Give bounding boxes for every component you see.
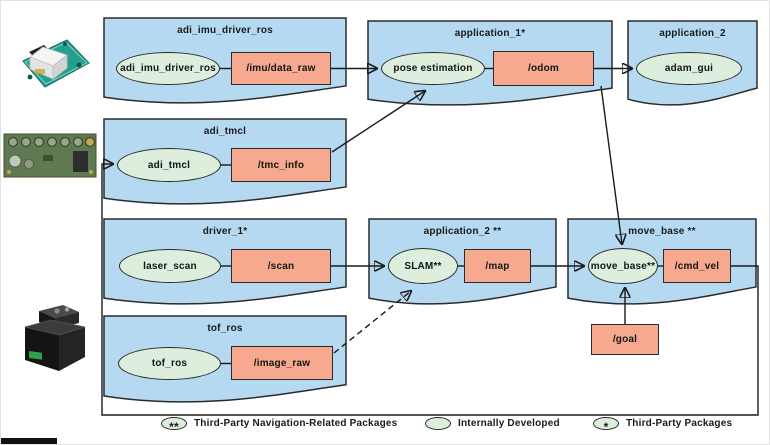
legend-item-third-party-navigation: ** Third-Party Navigation-Related Packag… (161, 417, 398, 433)
bottom-left-dark-strip (1, 438, 57, 444)
imu-sensor-photo (9, 25, 93, 104)
ros-node-tof-ros: tof_ros (118, 347, 221, 380)
ros-topic-goal: /goal (591, 324, 659, 355)
box-title: tof_ros (207, 323, 243, 334)
box-title: application_2 ** (423, 226, 502, 237)
ros-node-move-base: move_base** (588, 248, 658, 284)
motor-controller-illustration (3, 133, 97, 178)
ros-node-slam: SLAM** (388, 248, 458, 284)
box-title: adi_tmcl (203, 126, 247, 137)
legend-label: Third-Party Navigation-Related Packages (194, 418, 398, 429)
ros-node-laser-scan: laser_scan (119, 249, 221, 283)
ros-topic-image-raw: /image_raw (231, 346, 333, 380)
box-title: move_base ** (628, 226, 696, 237)
tof-camera-illustration (24, 305, 86, 371)
legend-label: Third-Party Packages (626, 418, 733, 429)
ros-node-adi-imu-driver-ros: adi_imu_driver_ros (116, 52, 220, 85)
ros-topic-tmc-info: /tmc_info (231, 148, 331, 182)
legend-ellipse-double-asterisk-icon: ** (161, 417, 187, 433)
box-title: adi_imu_driver_ros (177, 25, 273, 36)
ros-topic-odom: /odom (493, 51, 594, 86)
legend-label: Internally Developed (458, 418, 560, 429)
ros-node-adi-tmcl: adi_tmcl (117, 148, 221, 182)
imu-board-illustration (22, 39, 90, 88)
box-title: application_2 (659, 28, 726, 39)
box-title: application_1* (454, 28, 526, 39)
motor-controller-photo (3, 127, 97, 188)
ros-topic-map: /map (464, 249, 531, 283)
legend-ellipse-plain-icon (425, 417, 451, 430)
ros-topic-cmd-vel: /cmd_vel (663, 249, 731, 283)
ros-node-pose-estimation: pose estimation (381, 52, 485, 85)
legend-item-internally-developed: Internally Developed (425, 417, 560, 430)
box-title: driver_1* (202, 226, 248, 237)
ros-topic-imu-data-raw: /imu/data_raw (231, 52, 331, 85)
ros-node-adam-gui: adam_gui (636, 52, 742, 85)
ros-topic-scan: /scan (231, 249, 331, 283)
tof-camera-photo (15, 297, 93, 384)
legend-ellipse-asterisk-icon: * (593, 417, 619, 433)
legend-item-third-party-packages: * Third-Party Packages (593, 417, 733, 433)
